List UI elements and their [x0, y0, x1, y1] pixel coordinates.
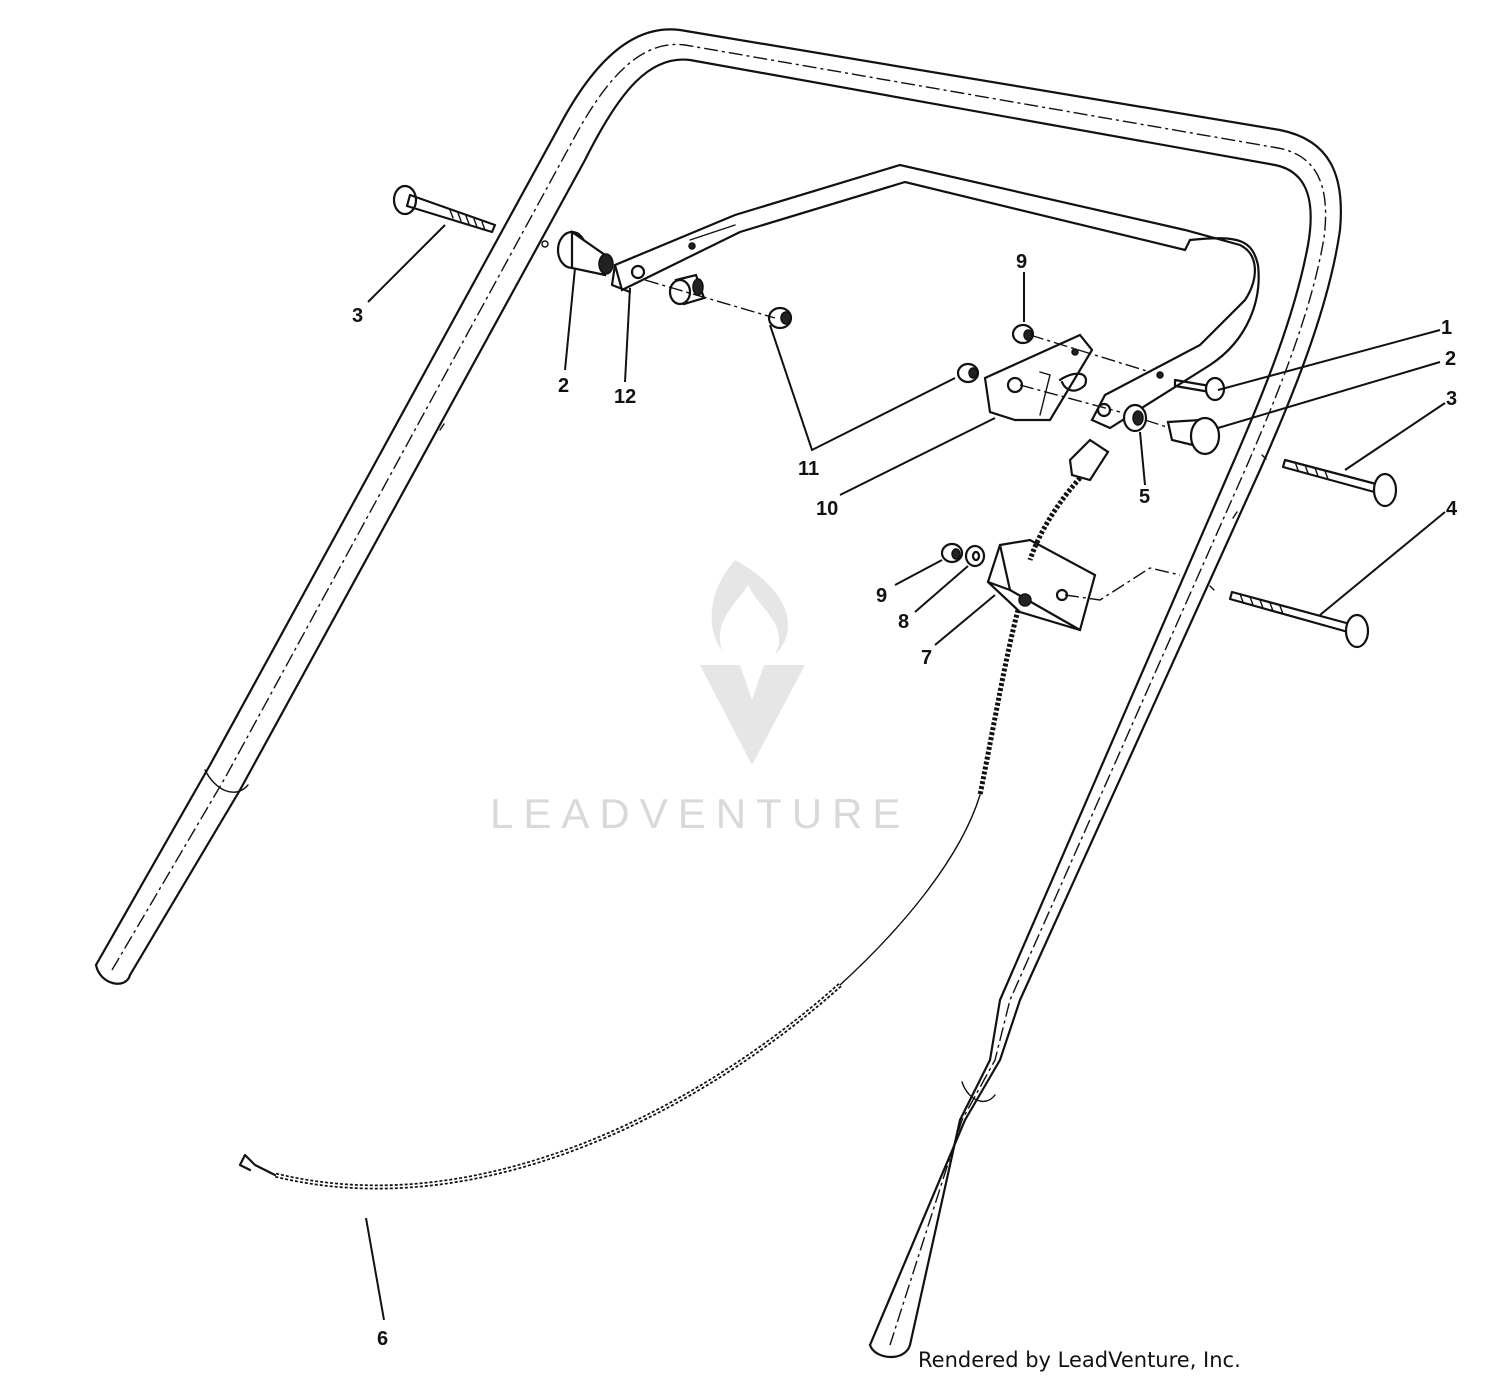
nut-9-bottom [940, 542, 964, 564]
label-5: 5 [1139, 486, 1150, 508]
bracket-plate [983, 333, 1094, 422]
render-credit: Rendered by LeadVenture, Inc. [918, 1348, 1241, 1372]
label-2-left: 2 [558, 375, 569, 397]
leader-lines [365, 224, 1446, 1321]
assembly-lines [644, 279, 1181, 601]
cable-clamp-7 [986, 538, 1097, 632]
label-11: 11 [798, 458, 819, 480]
label-2-right: 2 [1445, 348, 1456, 370]
nut-11-left [767, 306, 793, 330]
bolt-3-left [392, 184, 497, 234]
label-9-top: 9 [1016, 251, 1027, 273]
label-3-right: 3 [1446, 388, 1457, 410]
label-10: 10 [816, 498, 838, 520]
label-4: 4 [1446, 498, 1458, 520]
label-1: 1 [1441, 317, 1452, 339]
bolt-3-right [1261, 454, 1398, 508]
label-6: 6 [377, 1328, 388, 1350]
screw-1 [1173, 376, 1226, 402]
label-12: 12 [614, 386, 636, 408]
bolt-4 [1209, 585, 1370, 649]
label-7: 7 [921, 647, 932, 669]
spacer-2-right [1166, 416, 1221, 456]
label-8: 8 [898, 611, 909, 633]
bushing-5 [1122, 403, 1148, 433]
cable-connector [1068, 438, 1110, 482]
control-bail [610, 163, 1260, 430]
label-3-left: 3 [352, 305, 363, 327]
spacer-2-left [541, 229, 614, 277]
control-cable [238, 476, 1082, 1190]
nut-9-top [1011, 323, 1035, 345]
label-9-bottom: 9 [876, 585, 887, 607]
flame-logo-icon [700, 560, 805, 765]
part-labels: 1 2 3 4 2 12 3 9 11 10 5 9 8 7 6 [352, 251, 1458, 1350]
watermark: LEADVENTURE [490, 560, 910, 837]
upper-handle [94, 28, 1342, 1359]
washer-8 [964, 544, 986, 568]
watermark-brand: LEADVENTURE [490, 790, 910, 837]
nut-11-right [956, 362, 980, 384]
